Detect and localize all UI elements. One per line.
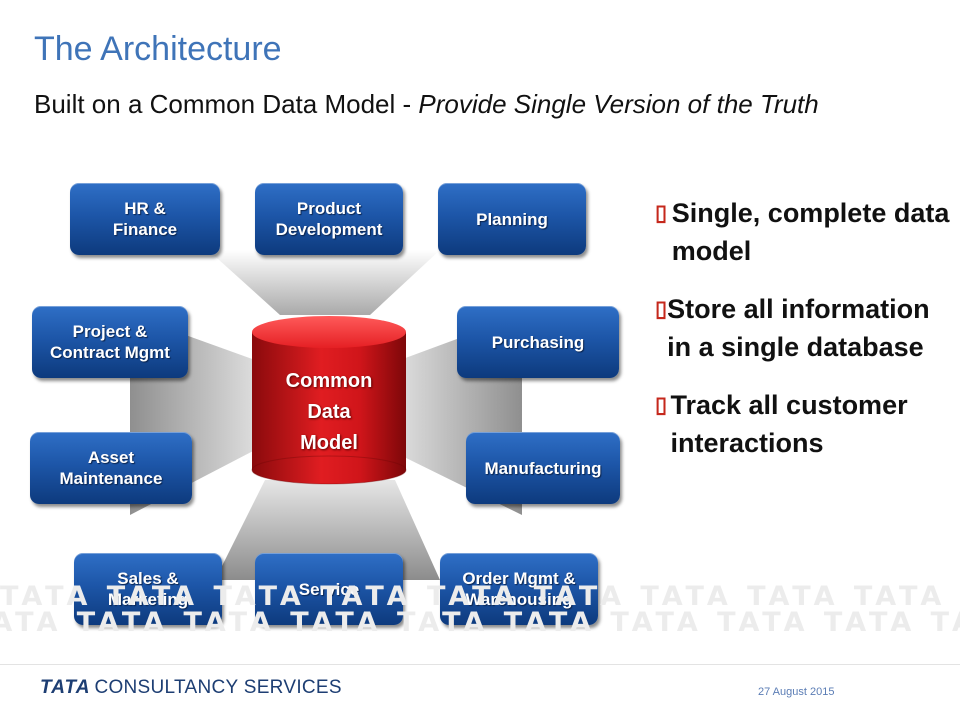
- module-sales-marketing[interactable]: Sales & Marketing: [74, 553, 222, 625]
- bullet-text: Track all customer interactions: [670, 390, 908, 458]
- module-planning[interactable]: Planning: [438, 183, 586, 255]
- subtitle-plain: Built on a Common Data Model -: [34, 89, 419, 119]
- module-label: Manufacturing: [484, 458, 602, 478]
- watermark-row: TATA TATA TATA TATA TATA TATA TATA TATA …: [0, 607, 960, 636]
- module-label: Product Development: [275, 199, 383, 239]
- module-label: Order Mgmt & Warehousing: [462, 569, 576, 609]
- module-project-contract[interactable]: Project & Contract Mgmt: [32, 306, 188, 378]
- module-label: Planning: [476, 209, 548, 229]
- slide-subtitle: Built on a Common Data Model - Provide S…: [34, 86, 914, 123]
- bullet-marker-icon: ▯: [655, 296, 668, 321]
- bullet-marker-icon: ▯: [655, 200, 668, 225]
- module-asset-maintenance[interactable]: Asset Maintenance: [30, 432, 192, 504]
- module-product-development[interactable]: Product Development: [255, 183, 403, 255]
- module-label: Asset Maintenance: [59, 448, 163, 488]
- logo-brand: TATA: [40, 677, 91, 698]
- subtitle-italic: Provide Single Version of the Truth: [418, 89, 819, 119]
- slide-date: 27 August 2015: [758, 686, 835, 698]
- database-label: Common Data Model: [285, 370, 373, 454]
- architecture-diagram: Common Data Model HR & Finance Product D…: [0, 170, 640, 640]
- module-label: HR & Finance: [112, 199, 178, 239]
- watermark-row: TATA TATA TATA TATA TATA TATA TATA TATA …: [0, 584, 960, 612]
- bullet-marker-icon: ▯: [655, 392, 668, 417]
- bullet-text: Store all information in a single databa…: [667, 294, 930, 362]
- module-label: Project & Contract Mgmt: [50, 322, 170, 362]
- module-service[interactable]: Service: [255, 553, 403, 625]
- module-manufacturing[interactable]: Manufacturing: [466, 432, 620, 504]
- bullet-list: ▯ Single, complete data model ▯ Store al…: [655, 194, 950, 482]
- bullet-item: ▯ Single, complete data model: [655, 194, 950, 270]
- module-label: Sales & Marketing: [107, 569, 189, 609]
- module-label: Service: [298, 579, 360, 599]
- bullet-item: ▯ Store all information in a single data…: [655, 290, 950, 366]
- tata-watermark: TATA TATA TATA TATA TATA TATA TATA TATA …: [0, 584, 960, 636]
- module-purchasing[interactable]: Purchasing: [457, 306, 619, 378]
- module-order-warehousing[interactable]: Order Mgmt & Warehousing: [440, 553, 598, 625]
- logo-text: CONSULTANCY SERVICES: [94, 677, 342, 698]
- module-label: Purchasing: [491, 332, 585, 352]
- database-cylinder: [251, 316, 407, 485]
- slide-title: The Architecture: [34, 30, 282, 68]
- bullet-text: Single, complete data model: [671, 198, 950, 266]
- footer-divider: [0, 664, 960, 665]
- module-hr-finance[interactable]: HR & Finance: [70, 183, 220, 255]
- beam-top: [208, 250, 440, 315]
- bullet-item: ▯ Track all customer interactions: [655, 386, 950, 462]
